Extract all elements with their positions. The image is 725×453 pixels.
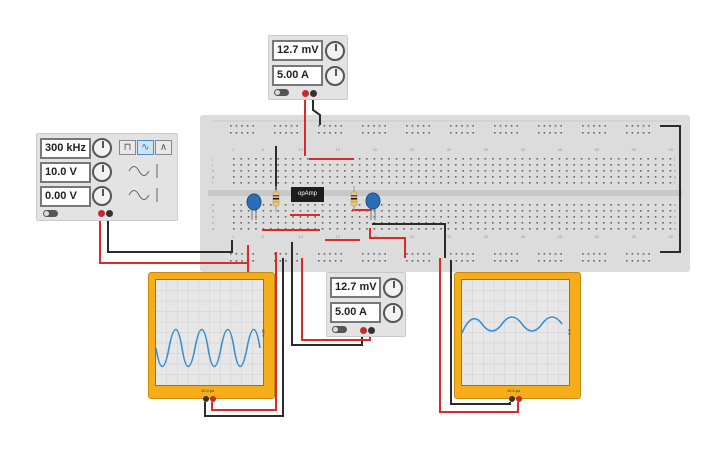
- row-letter: f: [212, 180, 214, 185]
- power-supply-bottom[interactable]: 12.7 mV 5.00 A: [326, 272, 406, 337]
- supply-bottom-terminal-red[interactable]: [360, 327, 367, 334]
- row-letter: j: [211, 156, 213, 161]
- scope-right-grid-and-trace: [462, 280, 569, 385]
- supply-bottom-voltage-knob[interactable]: [383, 278, 403, 298]
- column-number: 45: [558, 147, 563, 152]
- column-number: 50: [595, 234, 600, 239]
- column-number: 50: [595, 147, 600, 152]
- column-number: 45: [558, 234, 563, 239]
- supply-top-terminal-black[interactable]: [310, 90, 317, 97]
- column-number: 25: [410, 147, 415, 152]
- supply-top-terminal-red[interactable]: [302, 90, 309, 97]
- row-letter: h: [212, 168, 214, 173]
- column-number: 35: [484, 147, 489, 152]
- column-number: 55: [632, 147, 637, 152]
- supply-top-voltage-display: 12.7 mV: [272, 40, 323, 61]
- column-number: 35: [484, 234, 489, 239]
- fg-offset-knob[interactable]: [92, 186, 112, 206]
- supply-top-power-switch[interactable]: [274, 89, 289, 96]
- column-number: 10: [299, 147, 304, 152]
- oscilloscope-left[interactable]: 10 V 10.0 µs: [148, 272, 275, 402]
- supply-bottom-current-display: 5.00 A: [330, 302, 381, 323]
- supply-top-current-display: 5.00 A: [272, 65, 323, 86]
- scope-right-terminal-red[interactable]: [516, 396, 522, 402]
- fg-triangle-button[interactable]: ∧: [155, 140, 172, 155]
- fg-terminal-black[interactable]: [106, 210, 113, 217]
- supply-top-voltage-knob[interactable]: [325, 41, 345, 61]
- supply-bottom-power-switch[interactable]: [332, 326, 347, 333]
- fg-sine-button[interactable]: ∿: [137, 140, 154, 155]
- row-letter: i: [212, 162, 213, 167]
- scope-right-trace: [462, 316, 563, 334]
- column-number: 40: [521, 147, 526, 152]
- scope-left-volt-label: 10 V: [261, 329, 266, 338]
- supply-bottom-current-knob[interactable]: [383, 303, 403, 323]
- power-supply-top[interactable]: 12.7 mV 5.00 A: [268, 35, 348, 100]
- row-letter: g: [212, 174, 214, 179]
- opamp-label: opAmp: [297, 191, 317, 197]
- column-number: 20: [373, 147, 378, 152]
- oscilloscope-right[interactable]: 1 V 10.0 µs: [454, 272, 581, 402]
- resistor-right[interactable]: [350, 186, 358, 212]
- capacitor-right[interactable]: [365, 192, 381, 220]
- scope-left-grid-and-trace: [156, 280, 263, 385]
- column-number: 10: [299, 234, 304, 239]
- fg-offset-display: 0.00 V: [40, 186, 91, 207]
- scope-right-time-label: 10.0 µs: [507, 388, 521, 393]
- supply-bottom-voltage-display: 12.7 mV: [330, 277, 381, 298]
- scope-right-screen: [461, 279, 570, 386]
- capacitor-left[interactable]: [246, 193, 262, 220]
- fg-frequency-display: 300 kHz: [40, 138, 91, 159]
- opamp-chip[interactable]: opAmp: [291, 187, 324, 202]
- function-generator[interactable]: 300 kHz 10.0 V 0.00 V ⊓ ∿ ∧: [36, 133, 178, 221]
- column-number: 40: [521, 234, 526, 239]
- scope-right-terminal-black[interactable]: [509, 396, 515, 402]
- resistor-left[interactable]: [272, 186, 280, 212]
- column-number: 30: [447, 234, 452, 239]
- row-letter: e: [212, 202, 215, 207]
- fg-terminal-red[interactable]: [98, 210, 105, 217]
- column-number: 5: [262, 234, 265, 239]
- scope-left-terminal-black[interactable]: [203, 396, 209, 402]
- scope-left-time-label: 10.0 µs: [201, 388, 215, 393]
- fg-amplitude-knob[interactable]: [92, 162, 112, 182]
- fg-frequency-knob[interactable]: [92, 138, 112, 158]
- column-number: 5: [262, 147, 265, 152]
- column-number: 55: [632, 234, 637, 239]
- column-number: 15: [336, 234, 341, 239]
- fg-offset-icon: [128, 188, 158, 202]
- fg-power-switch[interactable]: [43, 210, 58, 217]
- scope-left-screen: [155, 279, 264, 386]
- row-letter: d: [212, 208, 214, 213]
- column-number: 1: [232, 147, 235, 152]
- scope-right-volt-label: 1 V: [567, 329, 572, 336]
- supply-top-current-knob[interactable]: [325, 66, 345, 86]
- fg-amplitude-display: 10.0 V: [40, 162, 91, 183]
- scope-left-trace: [156, 328, 261, 368]
- column-number: 30: [447, 147, 452, 152]
- supply-bottom-terminal-black[interactable]: [368, 327, 375, 334]
- column-number: 15: [336, 147, 341, 152]
- fg-amplitude-icon: [128, 164, 158, 178]
- scope-left-terminal-red[interactable]: [210, 396, 216, 402]
- fg-square-button[interactable]: ⊓: [119, 140, 136, 155]
